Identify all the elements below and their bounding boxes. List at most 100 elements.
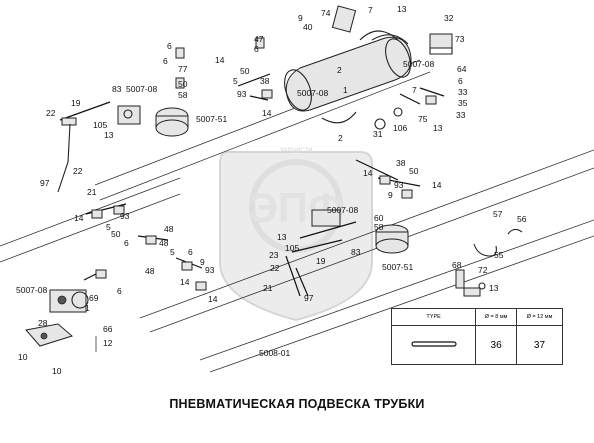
table-cell-pipe-symbol xyxy=(390,325,477,365)
table-cell-36: 36 xyxy=(475,325,517,365)
strap-brackets xyxy=(371,33,453,55)
callout-50: 50 xyxy=(409,166,419,176)
watermark-ring-text: запчасти xyxy=(279,145,312,154)
air-spring-left xyxy=(155,107,189,137)
callout-6: 6 xyxy=(188,247,193,257)
callout-93: 93 xyxy=(237,89,247,99)
watermark-logo: ЭПФ запчасти xyxy=(219,145,373,322)
callout-14: 14 xyxy=(74,213,84,223)
callout-58: 58 xyxy=(178,90,188,100)
table-header-8mm: Ø = 8 мм xyxy=(475,308,517,326)
callout-14: 14 xyxy=(215,55,225,65)
callout-57: 57 xyxy=(493,209,503,219)
callout-97: 97 xyxy=(40,178,50,188)
callout-14: 14 xyxy=(180,277,190,287)
callout-83: 83 xyxy=(112,84,122,94)
callout-35: 35 xyxy=(458,98,468,108)
callout-64: 64 xyxy=(457,64,467,74)
table-header-type: TYPE xyxy=(390,308,477,326)
callout-1: 1 xyxy=(343,85,348,95)
callout-21: 21 xyxy=(87,187,97,197)
callout-13: 13 xyxy=(104,130,114,140)
callout-22: 22 xyxy=(46,108,56,118)
callout-10: 10 xyxy=(52,366,62,376)
callout-93: 93 xyxy=(394,180,404,190)
callout-12: 12 xyxy=(103,338,113,348)
compressor-unit xyxy=(25,289,97,352)
callout-73: 73 xyxy=(455,34,465,44)
callout-5007-08: 5007-08 xyxy=(297,88,328,98)
callout-6: 6 xyxy=(124,238,129,248)
callout-105: 105 xyxy=(285,243,299,253)
callout-6: 6 xyxy=(254,44,259,54)
callout-66: 66 xyxy=(103,324,113,334)
table-header-12mm: Ø = 12 мм xyxy=(515,308,564,326)
callout-50: 50 xyxy=(240,66,250,76)
callout-68: 68 xyxy=(452,260,462,270)
callout-5007-08: 5007-08 xyxy=(327,205,358,215)
callout-9: 9 xyxy=(298,13,303,23)
pipe-symbol-icon xyxy=(411,340,457,347)
drawing-reference: 5008-01 xyxy=(259,348,290,358)
pipe-size-table: TYPE Ø = 8 мм Ø = 12 мм 36 37 xyxy=(390,308,564,365)
callout-6: 6 xyxy=(458,76,463,86)
callout-labels: 74 7 13 32 73 9 40 6 47 6 6 77 14 50 38 … xyxy=(16,4,527,376)
callout-48: 48 xyxy=(164,224,174,234)
callout-50: 50 xyxy=(111,229,121,239)
callout-2: 2 xyxy=(337,65,342,75)
callout-5007-08: 5007-08 xyxy=(126,84,157,94)
callout-5: 5 xyxy=(170,247,175,257)
callout-31: 31 xyxy=(373,129,383,139)
callout-83: 83 xyxy=(351,247,361,257)
callout-13: 13 xyxy=(433,123,443,133)
callout-9: 9 xyxy=(388,190,393,200)
callout-28: 28 xyxy=(38,318,48,328)
callout-1: 1 xyxy=(85,303,90,313)
callout-56: 56 xyxy=(517,214,527,224)
callout-19: 19 xyxy=(71,98,81,108)
callout-60: 60 xyxy=(374,213,384,223)
callout-105: 105 xyxy=(93,120,107,130)
air-tank xyxy=(284,5,412,124)
callout-33: 33 xyxy=(456,110,466,120)
callout-7: 7 xyxy=(412,85,417,95)
callout-14: 14 xyxy=(208,294,218,304)
callout-38: 38 xyxy=(396,158,406,168)
leveling-valve xyxy=(285,209,357,297)
callout-14: 14 xyxy=(432,180,442,190)
callout-5: 5 xyxy=(106,222,111,232)
callout-14: 14 xyxy=(262,108,272,118)
left-bracket xyxy=(57,101,141,193)
callout-2: 2 xyxy=(338,133,343,143)
callout-22: 22 xyxy=(270,263,280,273)
pipe-fittings xyxy=(83,37,486,291)
callout-32: 32 xyxy=(444,13,454,23)
callout-38: 38 xyxy=(260,76,270,86)
callout-55: 55 xyxy=(494,250,504,260)
callout-22: 22 xyxy=(73,166,83,176)
callout-106: 106 xyxy=(393,123,407,133)
callout-48: 48 xyxy=(145,266,155,276)
air-spring-right xyxy=(375,224,409,254)
callout-5007-08: 5007-08 xyxy=(16,285,47,295)
callout-97: 97 xyxy=(304,293,314,303)
callout-9: 9 xyxy=(200,257,205,267)
callout-6: 6 xyxy=(117,286,122,296)
callout-6: 6 xyxy=(167,41,172,51)
callout-5007-51: 5007-51 xyxy=(196,114,227,124)
callout-75: 75 xyxy=(418,114,428,124)
callout-13: 13 xyxy=(397,4,407,14)
callout-40: 40 xyxy=(303,22,313,32)
callout-58: 58 xyxy=(374,222,384,232)
callout-10: 10 xyxy=(18,352,28,362)
callout-23: 23 xyxy=(269,250,279,260)
callout-6: 6 xyxy=(163,56,168,66)
callout-69: 69 xyxy=(89,293,99,303)
callout-21: 21 xyxy=(263,283,273,293)
callout-74: 74 xyxy=(321,8,331,18)
callout-72: 72 xyxy=(478,265,488,275)
callout-5007-51: 5007-51 xyxy=(382,262,413,272)
callout-33: 33 xyxy=(458,87,468,97)
callout-77: 77 xyxy=(178,64,188,74)
